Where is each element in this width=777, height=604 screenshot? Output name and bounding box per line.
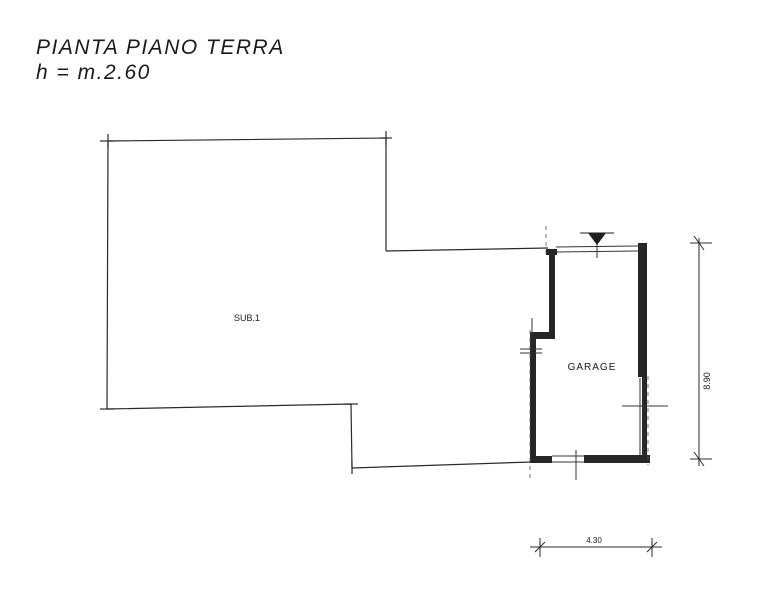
openings: [520, 240, 668, 480]
level-marker-icon: [580, 232, 614, 245]
construction-lines: [529, 226, 649, 480]
dimension-depth: [690, 235, 712, 467]
garage-label: GARAGE: [568, 362, 617, 373]
sub1-label: SUB.1: [234, 313, 260, 323]
dimension-width-label: 4.30: [586, 536, 602, 545]
height-note: h = m.2.60: [36, 61, 151, 84]
plan-title: PIANTA PIANO TERRA: [36, 36, 285, 59]
dimension-width: [530, 538, 662, 557]
dimension-depth-label: 8.90: [702, 372, 712, 390]
sub1-outline: [100, 131, 549, 474]
garage-walls: [530, 243, 650, 463]
